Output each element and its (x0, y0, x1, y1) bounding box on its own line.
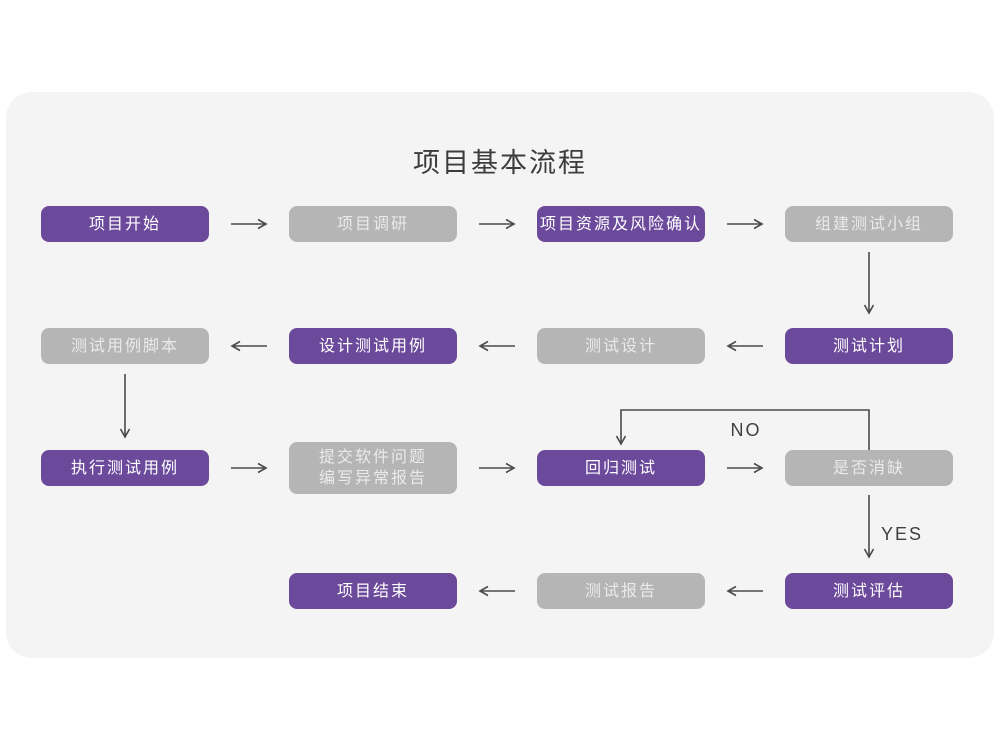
flow-node-submit-issue-report: 提交软件问题编写异常报告 (289, 442, 457, 494)
flow-node-regression-test: 回归测试 (537, 450, 705, 486)
flow-node-test-evaluation: 测试评估 (785, 573, 953, 609)
flow-node-build-test-team: 组建测试小组 (785, 206, 953, 242)
diagram-title: 项目基本流程 (413, 148, 587, 178)
flowchart-card (6, 92, 994, 658)
flow-node-design-test-cases: 设计测试用例 (289, 328, 457, 364)
flow-node-label: 项目资源及风险确认 (539, 215, 702, 233)
flow-node-label: 是否消缺 (832, 459, 905, 477)
flow-node-defect-cleared: 是否消缺 (785, 450, 953, 486)
flow-node-label: 项目调研 (336, 215, 409, 233)
flow-node-label: 执行测试用例 (70, 459, 179, 477)
flow-node-execute-test-cases: 执行测试用例 (41, 450, 209, 486)
flow-node-label: 测试报告 (584, 582, 657, 600)
flow-node-label: 测试计划 (832, 337, 905, 355)
flow-node-label: 项目结束 (336, 582, 409, 600)
flow-node-test-design: 测试设计 (537, 328, 705, 364)
flow-node-project-end: 项目结束 (289, 573, 457, 609)
flow-node-test-case-script: 测试用例脚本 (41, 328, 209, 364)
flow-node-label: 组建测试小组 (814, 215, 923, 233)
flow-node-label: 提交软件问题 (318, 449, 427, 466)
flow-node-test-plan: 测试计划 (785, 328, 953, 364)
flow-node-label: 设计测试用例 (318, 337, 427, 355)
flow-node-project-resources-risk: 项目资源及风险确认 (537, 206, 705, 242)
flow-node-label: 编写异常报告 (318, 470, 427, 487)
flow-node-project-start: 项目开始 (41, 206, 209, 242)
flow-node-label: 项目开始 (88, 215, 161, 233)
flow-node-label: 测试设计 (584, 337, 657, 355)
flow-node-test-report: 测试报告 (537, 573, 705, 609)
flow-node-label: 测试用例脚本 (70, 337, 179, 355)
flow-node-label: 测试评估 (832, 582, 905, 600)
flow-node-label: 回归测试 (584, 459, 657, 477)
flow-node-project-research: 项目调研 (289, 206, 457, 242)
